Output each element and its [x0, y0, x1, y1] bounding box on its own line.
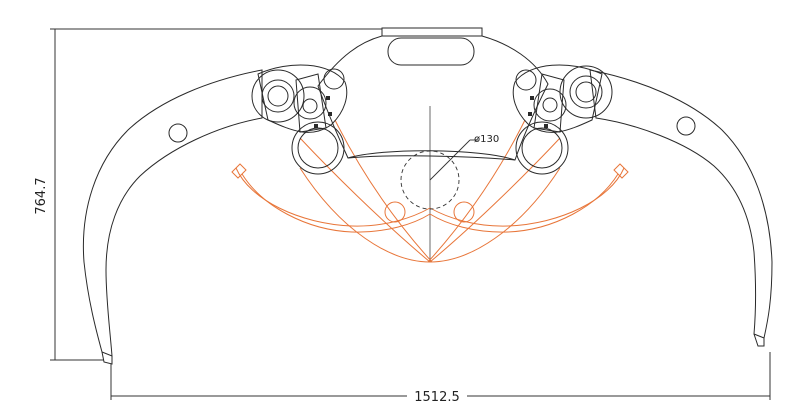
right-open-arm-outer	[429, 167, 625, 227]
right-link-small	[515, 69, 537, 91]
left-link-large	[293, 86, 327, 120]
left-arm-pin	[168, 123, 188, 143]
left-pivot-inner	[267, 85, 289, 107]
left-open-arm-swing-1	[299, 137, 431, 263]
left-open-arm-inner	[241, 173, 431, 233]
left-arm-outline	[82, 69, 263, 357]
left-open-arm-outer	[235, 167, 431, 227]
right-pivot-inner	[575, 81, 597, 103]
right-open-arm-swing-1	[429, 137, 561, 263]
rotator-top-plate	[381, 27, 483, 37]
right-open-arm-swing-2	[427, 119, 526, 263]
diameter-leader	[429, 139, 471, 181]
left-pivot-outer	[251, 69, 305, 123]
left-arm-tip	[101, 351, 113, 365]
left-cylinder-outer	[291, 121, 345, 175]
right-cylinder-inner	[521, 127, 563, 169]
right-bracket	[533, 73, 565, 133]
hydraulic-fittings	[314, 96, 548, 128]
left-bracket	[295, 73, 327, 133]
body-slot	[387, 37, 475, 66]
dimension-lines	[50, 28, 771, 400]
right-cylinder-outer	[515, 121, 569, 175]
right-pivot-outer	[559, 65, 613, 119]
left-link-plate	[257, 64, 348, 133]
left-tip-open	[231, 163, 247, 179]
right-link-large	[533, 88, 567, 122]
open-position-arms	[231, 119, 629, 263]
left-link-small	[323, 68, 345, 90]
left-log-circle	[384, 201, 406, 223]
right-arm-pin	[676, 116, 696, 136]
right-log-circle	[453, 201, 475, 223]
right-open-arm-inner	[429, 173, 619, 233]
left-cylinder-inner	[297, 127, 339, 169]
body-lower-curve	[347, 150, 516, 161]
left-arm	[82, 64, 348, 365]
left-link-center	[302, 98, 318, 114]
right-arm	[512, 64, 773, 347]
right-link-plate	[512, 64, 603, 133]
right-pivot-ring	[569, 75, 603, 109]
right-arm-outline	[589, 69, 773, 339]
left-open-arm-swing-2	[334, 119, 433, 263]
right-tip-open	[613, 163, 629, 179]
diameter-label: ø130	[474, 134, 499, 145]
width-dimension-label: 1512.5	[414, 390, 460, 405]
right-arm-tip	[753, 333, 765, 347]
right-link-center	[542, 97, 558, 113]
height-dimension-label: 764.7	[34, 177, 49, 214]
lower-swing-arc	[299, 167, 561, 263]
left-pivot-ring	[261, 79, 295, 113]
